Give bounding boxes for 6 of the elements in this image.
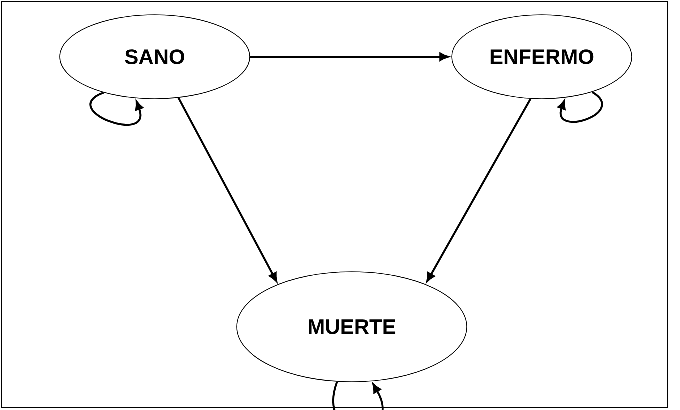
arrow bbox=[178, 98, 278, 282]
arrow bbox=[250, 52, 449, 62]
arrow bbox=[426, 98, 532, 282]
arrow bbox=[332, 382, 384, 410]
arrow bbox=[558, 91, 604, 124]
arrow bbox=[90, 92, 144, 126]
